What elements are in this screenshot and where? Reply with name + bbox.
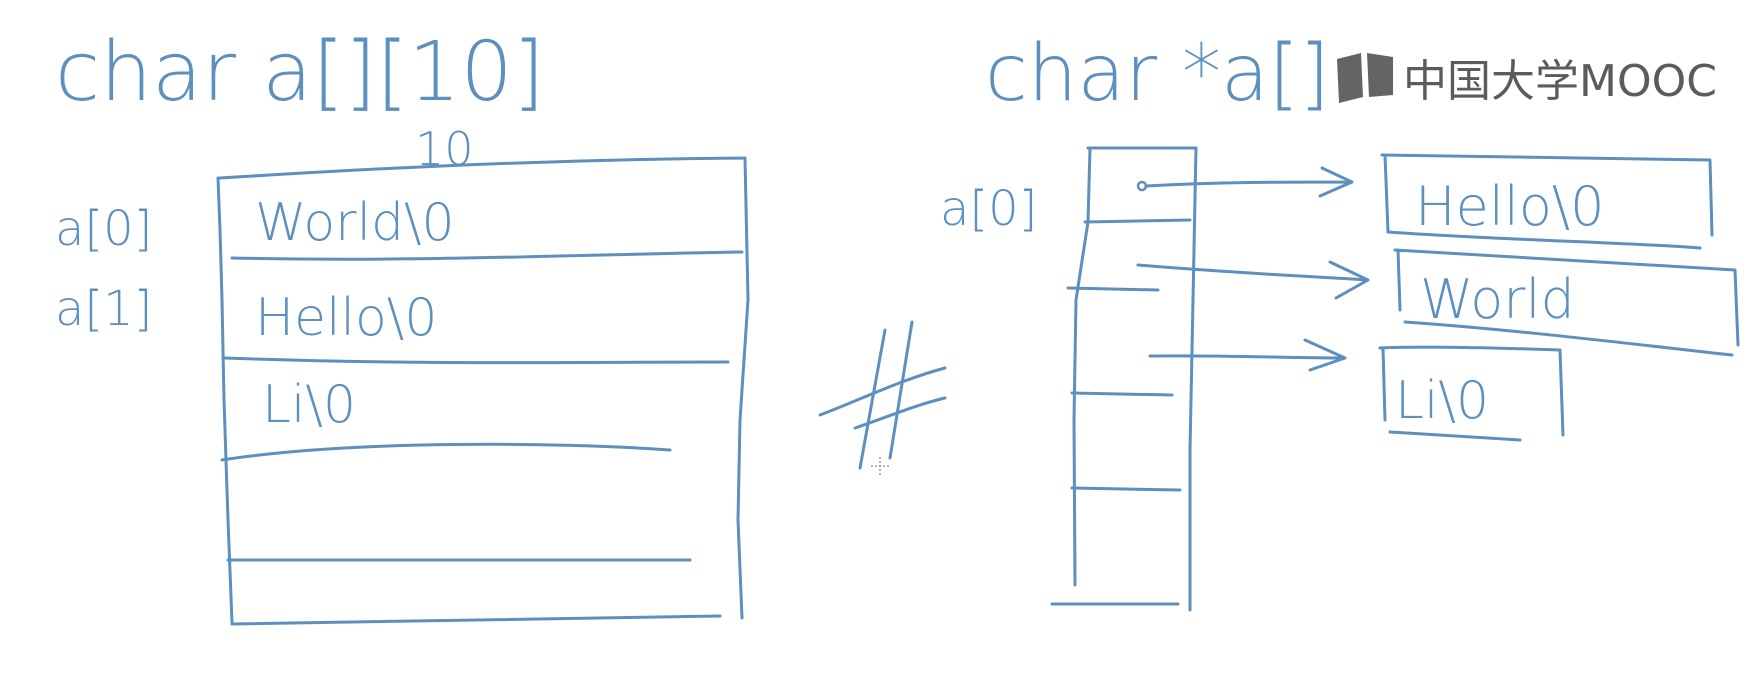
left-declaration: char a[][10]	[55, 25, 545, 120]
mooc-logo: 中国大学MOOC	[1335, 45, 1717, 109]
string-hello: Hello\0	[1415, 175, 1604, 238]
right-row-label: a[0]	[940, 181, 1037, 237]
arrow-to-world	[1136, 260, 1370, 300]
left-row-divider-1	[230, 250, 744, 261]
not-equal-sign	[818, 320, 947, 470]
left-row-1: Hello\0	[255, 288, 437, 348]
left-row-label-0: a[0]	[55, 201, 152, 257]
brand-text: 中国大学MOOC	[1403, 56, 1717, 107]
string-world: World	[1420, 268, 1575, 331]
left-row-label-1: a[1]	[55, 281, 152, 337]
li-string-box	[1378, 345, 1565, 442]
left-row-divider-2	[222, 356, 730, 365]
left-row-0: World\0	[255, 193, 455, 253]
left-array-box	[216, 156, 750, 626]
left-row-2: Li\0	[262, 375, 356, 435]
left-row-divider-3	[220, 442, 672, 462]
arrow-to-li	[1148, 338, 1347, 372]
right-declaration: char *a[]	[985, 29, 1330, 119]
book-icon	[1337, 53, 1393, 103]
string-li: Li\0	[1395, 371, 1489, 431]
pointer-array-box	[1050, 146, 1198, 612]
cursor-crosshair-icon	[871, 457, 889, 475]
world-string-box	[1393, 248, 1740, 357]
hello-string-box	[1380, 153, 1714, 250]
arrow-to-hello	[1144, 166, 1354, 198]
